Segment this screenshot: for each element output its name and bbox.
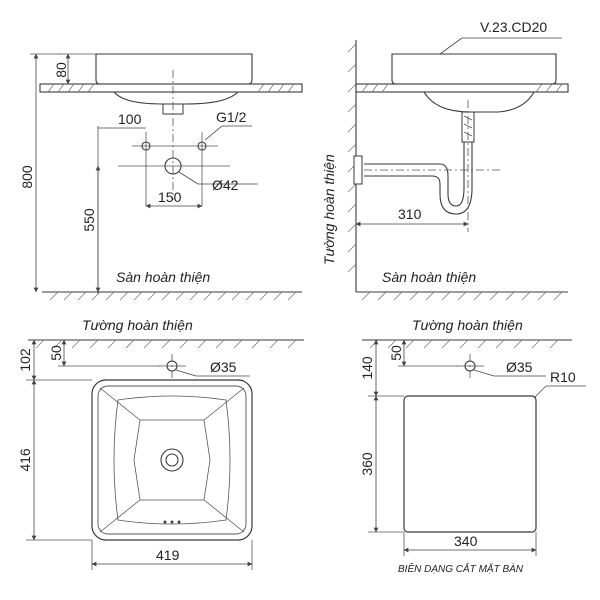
cutout-dim-50: 50 — [388, 345, 404, 361]
plan-drain-outer — [160, 448, 184, 472]
plan-dia-35: Ø35 — [210, 359, 237, 375]
dim-80: 80 — [53, 62, 69, 78]
plan-dim-50: 50 — [48, 345, 64, 361]
model-code-label: V.23.CD20 — [480, 19, 547, 35]
dim-150: 150 — [158, 189, 182, 205]
side-countertop-hatch — [361, 83, 563, 93]
plan-basin-facets — [113, 395, 231, 525]
plan-dim-102: 102 — [17, 348, 33, 372]
cutout-view: Tường hoàn thiện Ø35 R10 140 50 — [359, 317, 586, 575]
front-floor-hatch — [49, 291, 297, 301]
cutout-dim-340: 340 — [454, 533, 478, 549]
side-wall-flange — [353, 155, 363, 185]
cutout-radius-r10: R10 — [550, 369, 576, 385]
cutout-dia-35: Ø35 — [506, 359, 533, 375]
cutout-dim-140: 140 — [359, 356, 375, 380]
cutout-dim-360: 360 — [359, 452, 375, 476]
front-elevation-view: 80 800 100 G1/2 150 Ø42 550 Sàn hoàn th — [19, 53, 303, 301]
plan-dim-416: 416 — [17, 448, 33, 472]
front-basin-rim — [95, 53, 253, 85]
side-p-trap — [364, 142, 465, 207]
cutout-outline — [403, 395, 537, 533]
dim-550: 550 — [81, 208, 97, 232]
cutout-caption: BIÊN DẠNG CẮT MẶT BÀN — [398, 562, 524, 575]
front-basin-bowl — [113, 91, 239, 105]
front-floor-label: Sàn hoàn thiện — [116, 269, 210, 285]
plan-basin-inner — [97, 385, 247, 535]
side-floor-label: Sàn hoàn thiện — [382, 269, 476, 285]
side-wall-label: Tường hoàn thiện — [321, 154, 337, 265]
side-elevation-view: V.23.CD20 Tường hoàn thiện — [321, 19, 569, 301]
dia-42-label: Ø42 — [212, 177, 239, 193]
dim-800: 800 — [19, 165, 35, 189]
plan-overflow-dot-3 — [177, 520, 181, 524]
thread-g12-label: G1/2 — [216, 109, 247, 125]
plan-view: Tường hoàn thiện Ø35 — [17, 317, 304, 570]
side-basin-rim — [391, 53, 557, 85]
side-countertop — [355, 83, 569, 93]
plan-drain-inner — [165, 453, 179, 467]
plan-overflow-dot-2 — [170, 520, 174, 524]
model-code-leader — [439, 37, 463, 55]
front-countertop-hatch — [47, 83, 295, 93]
cutout-wall-label: Tường hoàn thiện — [412, 317, 523, 333]
dim-310: 310 — [398, 206, 422, 222]
side-floor-hatch — [361, 291, 563, 301]
plan-basin-outer — [91, 379, 253, 541]
plan-wall-label: Tường hoàn thiện — [82, 317, 193, 333]
plan-dim-419: 419 — [156, 547, 180, 563]
side-basin-bowl — [423, 91, 535, 113]
dim-100: 100 — [118, 111, 142, 127]
plan-overflow-dot-1 — [163, 520, 167, 524]
plan-wall-hatch — [35, 339, 297, 349]
